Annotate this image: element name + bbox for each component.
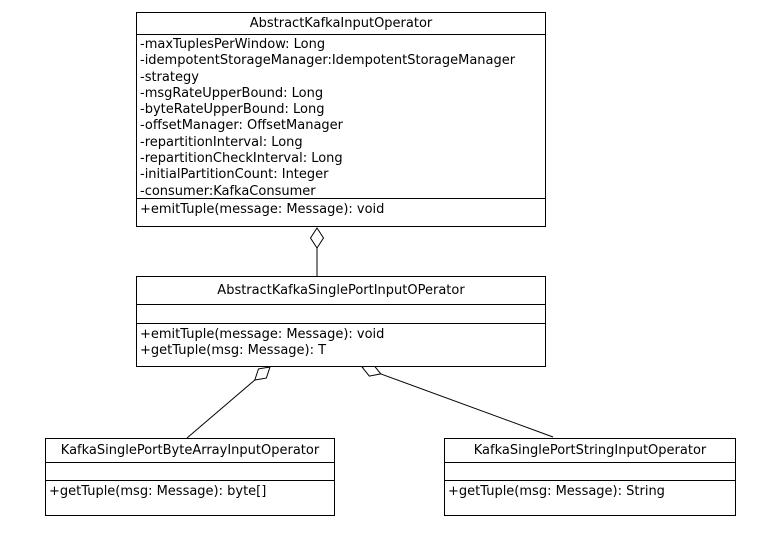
member-line: -consumer:KafkaConsumer <box>140 183 316 199</box>
class-kafka-single-port-string-input-operator: KafkaSinglePortStringInputOperator +getT… <box>444 438 736 516</box>
class-abstract-kafka-single-port-input-operator: AbstractKafkaSinglePortInputOPerator +em… <box>136 276 546 367</box>
class-abstract-kafka-input-operator: AbstractKafkaInputOperator -maxTuplesPer… <box>136 12 546 227</box>
class-title: AbstractKafkaInputOperator <box>137 13 545 35</box>
class-kafka-single-port-byte-array-input-operator: KafkaSinglePortByteArrayInputOperator +g… <box>45 438 335 516</box>
member-line: +getTuple(msg: Message): byte[] <box>49 484 267 499</box>
member-line: -initialPartitionCount: Integer <box>140 167 329 183</box>
class-attributes-section <box>445 463 735 481</box>
member-line: +getTuple(msg: Message): T <box>140 343 327 358</box>
class-attributes-section: -maxTuplesPerWindow: Long-idempotentStor… <box>137 35 545 199</box>
class-title: AbstractKafkaSinglePortInputOPerator <box>137 277 545 305</box>
member-line: -maxTuplesPerWindow: Long <box>140 37 326 52</box>
class-title: KafkaSinglePortStringInputOperator <box>445 439 735 463</box>
member-line: -repartitionInterval: Long <box>140 134 303 150</box>
class-attributes-section <box>46 463 334 481</box>
connector-line <box>186 379 256 439</box>
member-line: +emitTuple(message: Message): void <box>140 327 385 342</box>
class-title: KafkaSinglePortByteArrayInputOperator <box>46 439 334 463</box>
class-methods-section: +getTuple(msg: Message): byte[] <box>46 481 334 500</box>
member-line: -byteRateUpperBound: Long <box>140 102 325 118</box>
aggregation-diamond <box>309 227 325 249</box>
member-line: -strategy <box>140 69 199 85</box>
class-attributes-section <box>137 305 545 324</box>
member-line: +getTuple(msg: Message): String <box>448 484 665 499</box>
member-line: -repartitionCheckInterval: Long <box>140 151 343 167</box>
class-methods-section: +emitTuple(message: Message): void+getTu… <box>137 324 545 359</box>
member-line: -msgRateUpperBound: Long <box>140 85 324 101</box>
aggregation-diamond <box>254 366 271 381</box>
member-line: +emitTuple(message: Message): void <box>140 202 385 217</box>
class-methods-section: +getTuple(msg: Message): String <box>445 481 735 500</box>
member-line: -idempotentStorageManager:IdempotentStor… <box>140 53 516 69</box>
class-methods-section: +emitTuple(message: Message): void <box>137 199 545 218</box>
member-line: -offsetManager: OffsetManager <box>140 118 344 134</box>
connector-line <box>380 373 554 438</box>
